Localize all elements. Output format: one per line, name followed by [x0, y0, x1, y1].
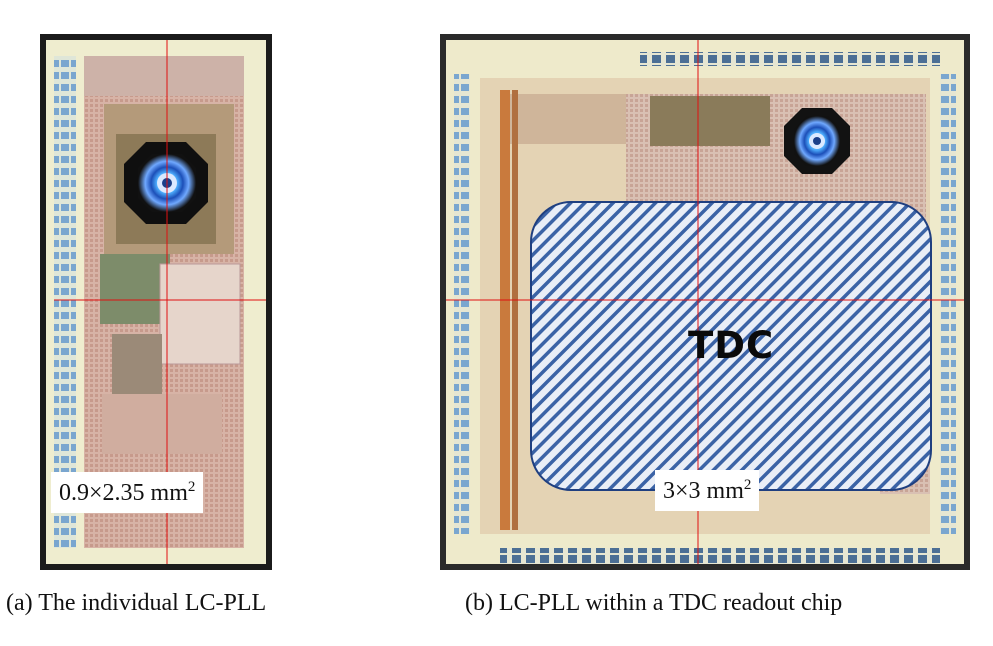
lc-pll-die-image — [40, 34, 272, 570]
dimension-b-superscript: 2 — [743, 477, 752, 493]
lc-pll-die-photo — [40, 34, 272, 570]
dimension-label-a: 0.9×2.35 mm2 — [51, 472, 204, 513]
caption-a: (a) The individual LC-PLL — [6, 590, 267, 616]
dimension-a-superscript: 2 — [187, 479, 196, 495]
dimension-b-text: 3×3 mm — [663, 478, 744, 504]
dimension-label-b: 3×3 mm2 — [655, 470, 760, 511]
caption-b: (b) LC-PLL within a TDC readout chip — [465, 590, 843, 616]
tdc-chip-die-photo — [440, 34, 970, 570]
tdc-chip-die-image — [440, 34, 970, 570]
tdc-block-label: TDC — [688, 324, 775, 367]
dimension-a-text: 0.9×2.35 mm — [59, 480, 188, 506]
